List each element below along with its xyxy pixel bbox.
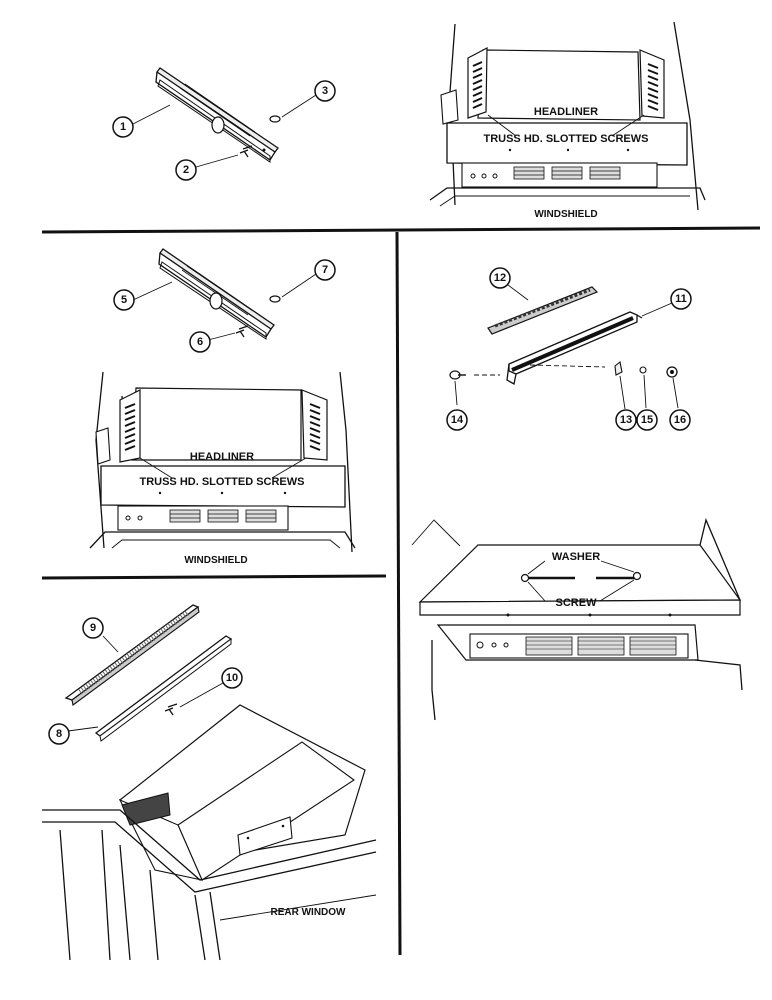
callout-1: 1 (112, 116, 134, 138)
screws-label-mid: TRUSS HD. SLOTTED SCREWS (139, 476, 304, 488)
callout-10: 10 (221, 667, 243, 689)
vent-panel-mid (132, 248, 317, 341)
svg-text:13: 13 (620, 414, 632, 426)
callout-14: 14 (446, 409, 468, 431)
callout-11: 11 (670, 288, 692, 310)
callouts: 1 2 3 5 6 7 8 9 10 11 12 13 14 15 16 (48, 80, 692, 745)
windshield-label-mid: WINDSHIELD (184, 555, 247, 566)
svg-text:16: 16 (674, 414, 686, 426)
svg-text:6: 6 (197, 336, 203, 348)
svg-text:5: 5 (121, 294, 127, 306)
svg-text:8: 8 (56, 728, 62, 740)
cab-view-mid (89, 371, 356, 553)
trim-strip-exploded (449, 284, 679, 410)
cab-view-top (429, 21, 706, 211)
rear-window-label: REAR WINDOW (271, 907, 347, 918)
screws-label-top: TRUSS HD. SLOTTED SCREWS (483, 133, 648, 145)
headliner-label-top: HEADLINER (534, 106, 598, 118)
svg-text:12: 12 (494, 272, 506, 284)
callout-5: 5 (113, 289, 135, 311)
windshield-label-top: WINDSHIELD (534, 209, 597, 220)
callout-9: 9 (82, 617, 104, 639)
svg-text:7: 7 (322, 264, 328, 276)
svg-text:11: 11 (675, 293, 687, 305)
svg-text:2: 2 (183, 164, 189, 176)
callout-16: 16 (669, 409, 691, 431)
svg-text:3: 3 (322, 85, 328, 97)
rear-window-view (42, 604, 377, 961)
washer-label: WASHER (552, 551, 600, 563)
callout-3: 3 (314, 80, 336, 102)
svg-text:9: 9 (90, 622, 96, 634)
callout-6: 6 (189, 331, 211, 353)
headliner-label-mid: HEADLINER (190, 451, 254, 463)
callout-7: 7 (314, 259, 336, 281)
callout-2: 2 (175, 159, 197, 181)
svg-text:10: 10 (226, 672, 238, 684)
section-dividers (41, 226, 761, 956)
svg-text:14: 14 (451, 414, 464, 426)
svg-text:15: 15 (641, 414, 653, 426)
callout-8: 8 (48, 723, 70, 745)
washer-screw-view (411, 517, 743, 721)
svg-text:1: 1 (120, 121, 126, 133)
screw-label: SCREW (556, 597, 598, 609)
vent-panel-top (132, 67, 317, 168)
callout-13: 13 (615, 409, 637, 431)
labels: HEADLINER TRUSS HD. SLOTTED SCREWS WINDS… (139, 106, 648, 918)
callout-12: 12 (489, 267, 511, 289)
label-leaders (139, 114, 645, 479)
callout-15: 15 (636, 409, 658, 431)
